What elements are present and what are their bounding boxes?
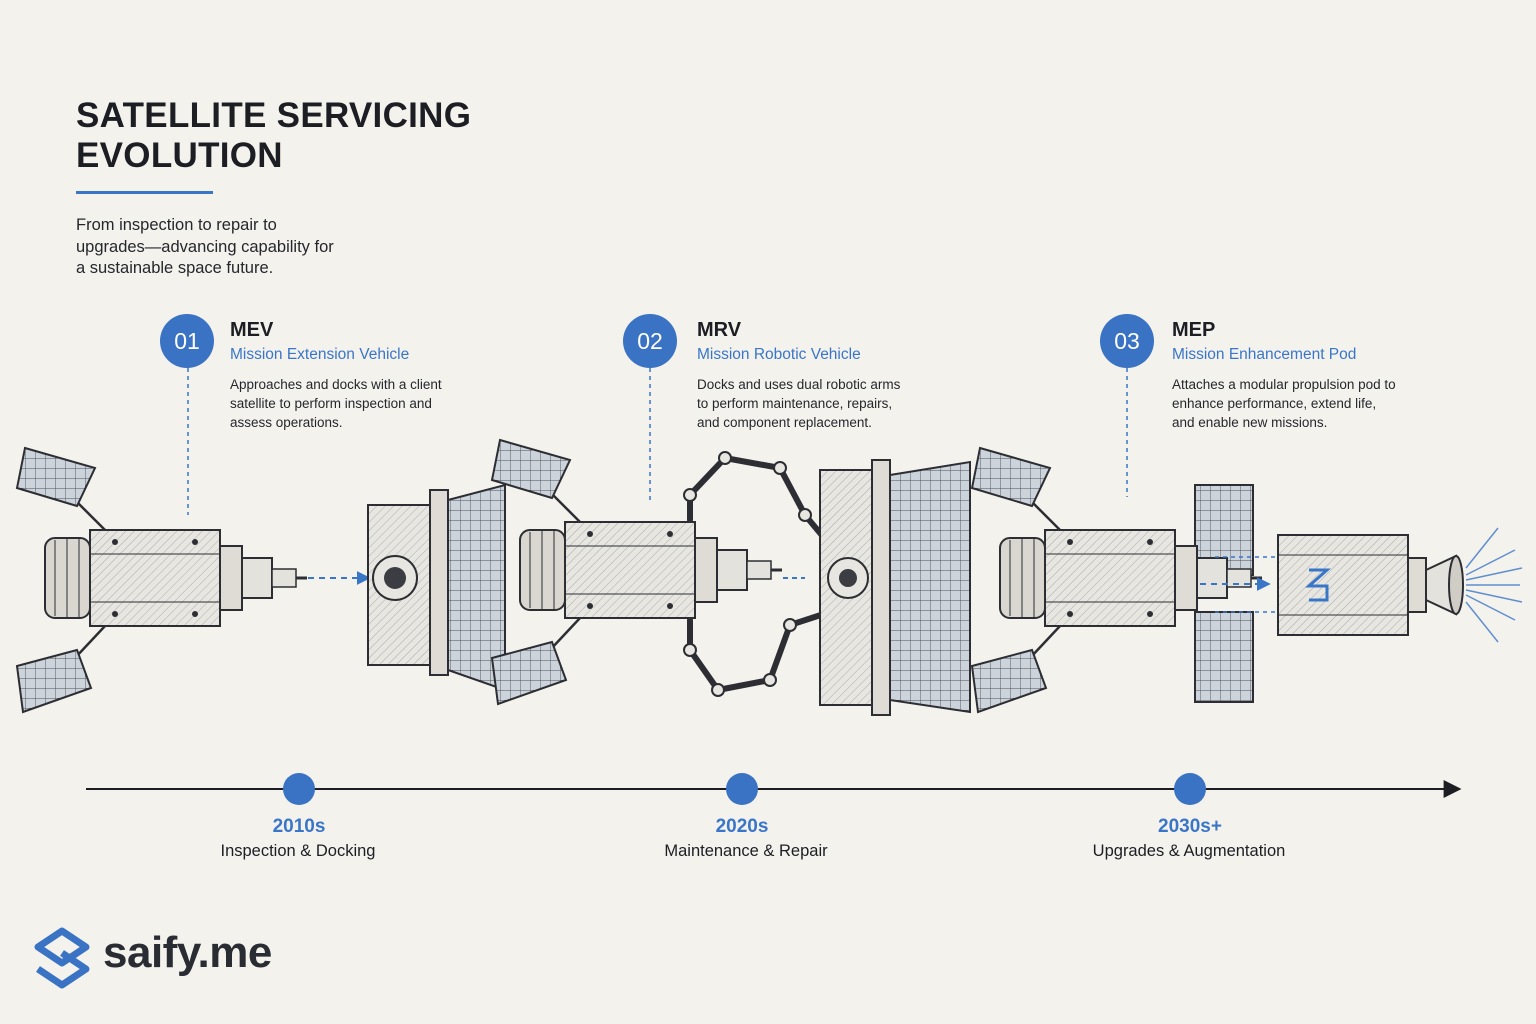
step-description-mrv: Docks and uses dual robotic arms to perf… [697,377,901,431]
page-title: SATELLITE SERVICING EVOLUTION [76,96,472,175]
timeline-era-2020s: 2020s [715,816,769,837]
timeline-label-2010s: Inspection & Docking [220,842,376,860]
step-badge-03: 03 [1100,314,1154,368]
thrust-plume [1465,527,1523,643]
step-description-mep: Attaches a modular propulsion pod to enh… [1172,377,1396,431]
step-description-mev: Approaches and docks with a client satel… [230,377,442,431]
step-badge-01: 01 [160,314,214,368]
timeline-era-2010s: 2010s [272,816,326,837]
timeline-dot-2030s [1174,773,1206,805]
page-subtitle: From inspection to repair to upgrades—ad… [76,216,334,277]
propulsion-pod-illustration [1277,534,1464,636]
title-underline [76,191,213,194]
saify-logo-icon [34,927,90,989]
step-badge-02: 02 [623,314,677,368]
step-abbr-mev: MEV [230,319,274,341]
mrv-servicer-illustration [490,438,784,706]
mev-servicer-illustration [15,446,309,714]
timeline-label-2020s: Maintenance & Repair [664,842,828,860]
timeline-dot-2020s [726,773,758,805]
mrv-client-illustration [819,459,971,716]
step-name-mep: Mission Enhancement Pod [1172,346,1357,363]
pod-logo-icon [1305,568,1331,602]
step-name-mrv: Mission Robotic Vehicle [697,346,861,363]
timeline-dot-2010s [283,773,315,805]
step-abbr-mrv: MRV [697,319,742,341]
step-abbr-mep: MEP [1172,319,1216,341]
client-satellite-illustration [367,483,506,692]
step-name-mev: Mission Extension Vehicle [230,346,410,363]
brand-name: saify.me [103,928,272,977]
timeline-era-2030s: 2030s+ [1158,816,1222,837]
timeline-label-2030s: Upgrades & Augmentation [1092,842,1286,860]
robotic-arm-joints [683,451,812,697]
